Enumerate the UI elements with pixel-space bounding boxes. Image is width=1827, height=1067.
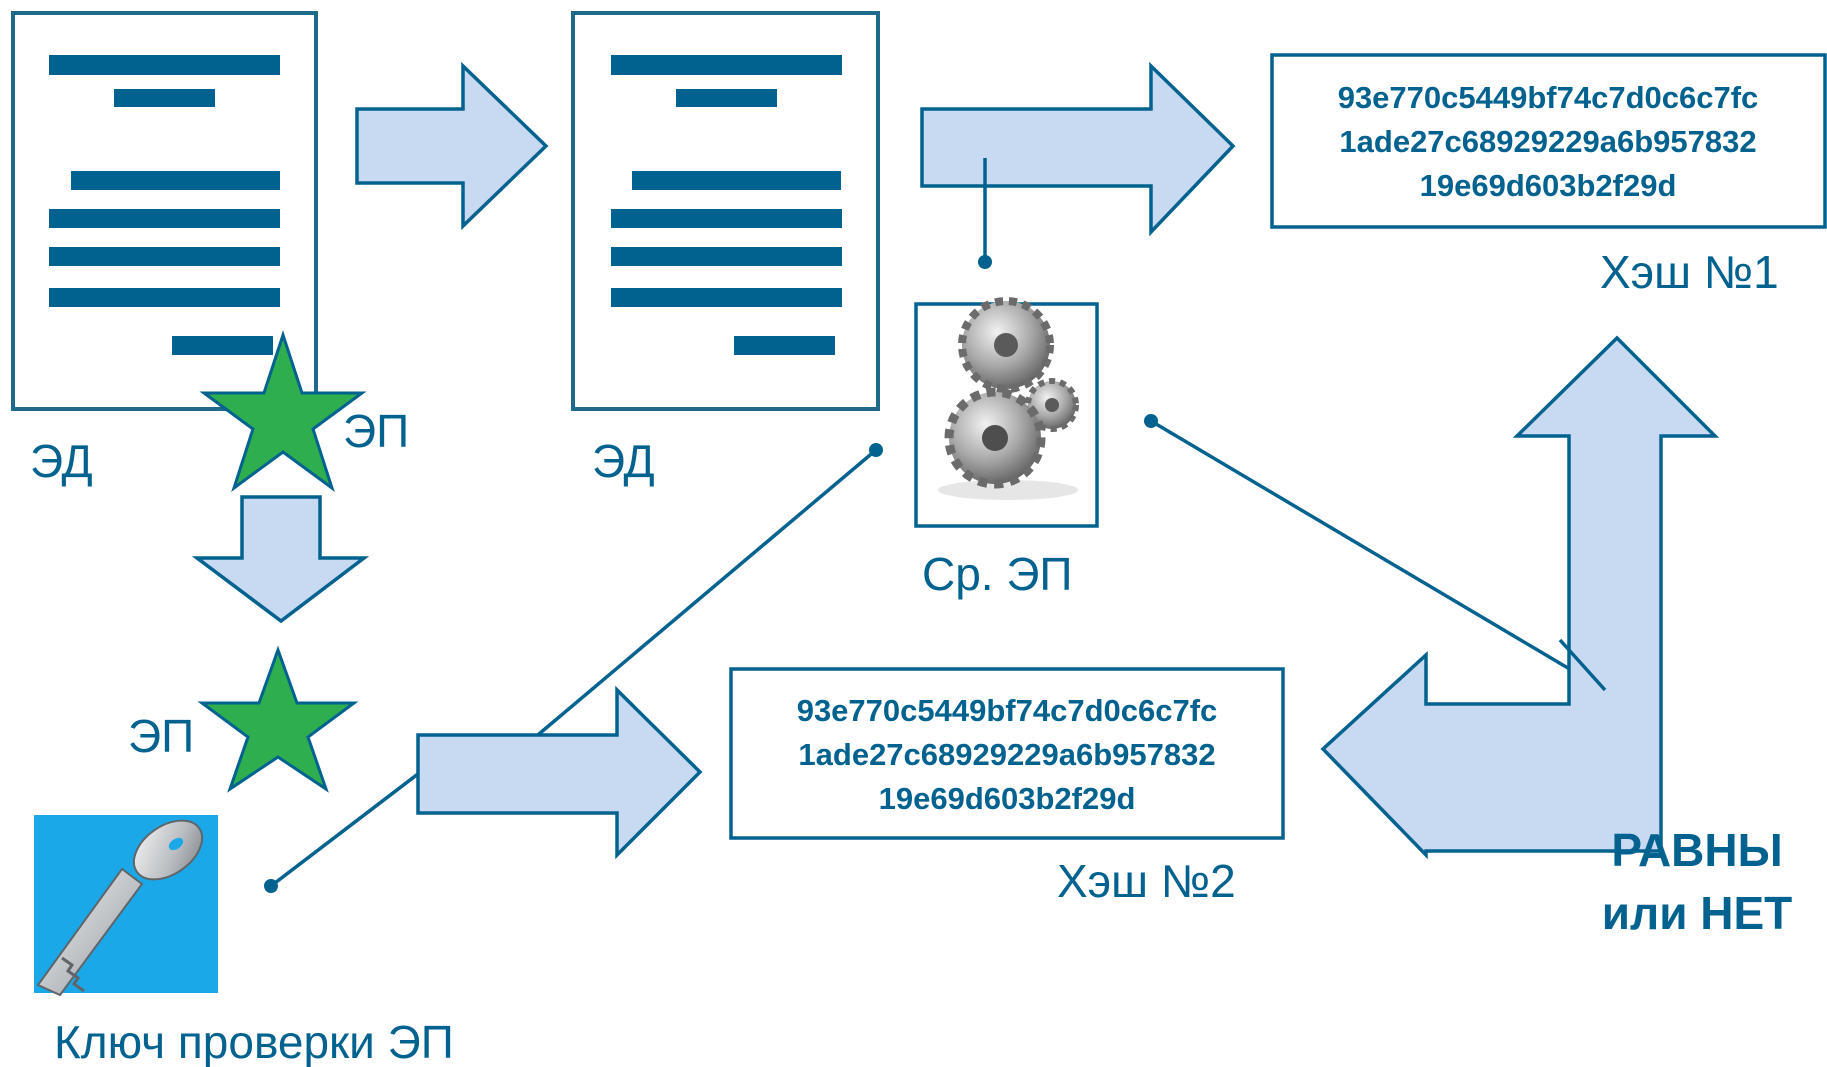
key-icon (36, 819, 204, 997)
result-line-1: РАВНЫ (1611, 824, 1782, 876)
signature-tool-label: Ср. ЭП (922, 548, 1073, 600)
original-document (11, 11, 318, 411)
hash2-line-3: 19e69d603b2f29d (879, 781, 1136, 816)
hash2-label: Хэш №2 (1057, 855, 1236, 907)
hash1-label: Хэш №1 (1600, 246, 1779, 298)
copy-document (571, 11, 880, 411)
arrow-doc-to-copy (355, 61, 549, 231)
tool-connector-top-dot (978, 255, 992, 269)
copy-document-label: ЭД (592, 435, 655, 487)
signature-tool (914, 297, 1099, 528)
arrow-key-to-hash2 (416, 685, 703, 860)
arrow-compare (1320, 335, 1720, 860)
gears-icon (938, 297, 1079, 500)
result-line-2: или НЕТ (1602, 887, 1793, 939)
arrow-extract-signature (191, 495, 370, 624)
extracted-signature-star-icon (197, 645, 359, 793)
hash2-line-1: 93e770c5449bf74c7d0c6c7fc (797, 693, 1218, 728)
tool-connector-right-end (1558, 638, 1607, 692)
original-document-label: ЭД (30, 435, 93, 487)
hash1-box: 93e770c5449bf74c7d0c6c7fc 1ade27c6892922… (1270, 53, 1827, 229)
hash1-line-3: 19e69d603b2f29d (1420, 168, 1677, 203)
attached-signature-label: ЭП (343, 405, 409, 457)
hash2-line-2: 1ade27c68929229a6b957832 (798, 737, 1215, 772)
extracted-signature-label: ЭП (128, 710, 194, 762)
tool-connector-right (1150, 419, 1606, 692)
verification-key (34, 815, 218, 997)
hash2-box: 93e770c5449bf74c7d0c6c7fc 1ade27c6892922… (729, 667, 1285, 840)
verification-key-label: Ключ проверки ЭП (54, 1016, 454, 1067)
hash1-line-2: 1ade27c68929229a6b957832 (1339, 124, 1756, 159)
hash1-line-1: 93e770c5449bf74c7d0c6c7fc (1338, 80, 1759, 115)
attached-signature-star-icon (199, 330, 367, 492)
arrow-copy-to-hash1 (920, 61, 1236, 237)
tool-connector-left (518, 448, 878, 752)
